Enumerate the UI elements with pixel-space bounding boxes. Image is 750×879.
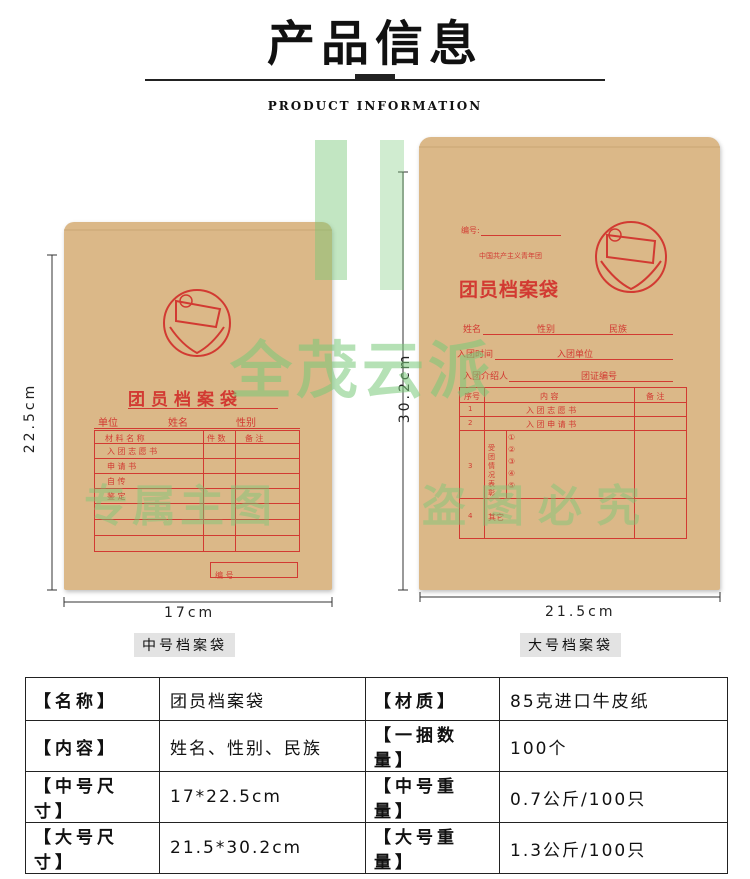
large-header-seq: 序号 [464,392,480,401]
spec-key: 【大号尺寸】 [25,822,160,874]
large-row-2-num: 2 [468,419,473,427]
medium-header-count: 件 数 [207,434,226,443]
large-envelope-print [419,146,720,293]
spec-value: 姓名、性别、民族 [159,720,366,772]
medium-row-3: 自 传 [107,477,126,486]
large-envelope-caption: 大号档案袋 [520,633,621,657]
large-field-ethnicity: 民族 [609,325,628,335]
table-row: 【中号尺寸】 17*22.5cm 【中号重量】 0.7公斤/100只 [25,771,728,823]
medium-envelope-title: 团员档案袋 [128,390,243,410]
large-envelope: 编号: 中国共产主义青年团 团员档案袋 姓名 性别 民族 入团时间 入团单位 入… [419,137,720,590]
spec-value: 团员档案袋 [159,677,366,721]
medium-width-label: 17cm [164,605,216,621]
spec-value: 21.5*30.2cm [159,822,366,874]
youth-league-emblem-icon [595,221,667,293]
medium-row-4: 鉴 定 [107,492,126,501]
watermark-logo-bar-right [380,140,404,290]
watermark-left: 专属主图 [84,481,276,532]
table-row: 【名称】 团员档案袋 【材质】 85克进口牛皮纸 [25,677,728,721]
spec-key: 【名称】 [25,677,160,721]
spec-value: 85克进口牛皮纸 [499,677,728,721]
table-row: 【内容】 姓名、性别、民族 【一捆数量】 100个 [25,720,728,772]
page-subtitle: PRODUCT INFORMATION [267,99,483,113]
medium-number-label: 编 号 [215,571,234,580]
medium-materials-table: 材 料 名 称 件 数 备 注 入 团 志 愿 书 申 请 书 自 传 鉴 定 [94,430,300,552]
spec-key: 【材质】 [365,677,500,721]
large-row-4-content: 其它 [488,513,504,522]
spec-value: 100个 [499,720,728,772]
spec-value: 17*22.5cm [159,771,366,823]
spec-key: 【一捆数量】 [365,720,500,772]
medium-envelope: 团员档案袋 单位 姓名 性别 材 料 名 称 件 数 备 注 入 团 志 愿 书… [64,222,332,590]
large-envelope-title: 团员档案袋 [459,279,560,301]
large-org-name: 中国共产主义青年团 [479,252,542,260]
large-field-join-time: 入团时间 [457,350,494,360]
large-field-name: 姓名 [463,325,482,335]
large-row-3-num: 3 [468,462,473,470]
watermark-right: 盗图必究 [422,481,654,532]
medium-header-note: 备 注 [245,434,264,443]
large-width-label: 21.5cm [545,604,616,620]
large-number-label: 编号: [461,226,480,235]
watermark-logo-bar-left [315,140,347,280]
large-header-content: 内 容 [540,392,559,401]
large-field-introducer: 入团介绍人 [463,372,509,382]
large-row-4-num: 4 [468,512,473,520]
table-row: 【大号尺寸】 21.5*30.2cm 【大号重量】 1.3公斤/100只 [25,822,728,874]
large-contents-table: 序号 内 容 备 注 1 入 团 志 愿 书 2 入 团 申 请 书 3 受团情… [459,387,687,539]
youth-league-emblem-icon [163,289,231,357]
large-field-card-no: 团证编号 [581,372,618,382]
medium-number-box: 编 号 [210,562,298,580]
page-title: 产品信息 [266,16,483,72]
spec-key: 【内容】 [25,720,160,772]
medium-header-name: 材 料 名 称 [105,434,145,443]
medium-envelope-caption: 中号档案袋 [134,633,235,657]
large-row-2-content: 入 团 申 请 书 [526,420,577,429]
medium-field-gender: 性别 [236,418,256,429]
medium-field-name: 姓名 [168,418,188,429]
title-divider-mark [355,74,395,80]
large-row-3-label: 受团情况表彰 [488,444,495,497]
large-field-join-unit: 入团单位 [557,350,594,360]
spec-key: 【中号重量】 [365,771,500,823]
medium-field-unit: 单位 [98,418,118,429]
medium-row-2: 申 请 书 [107,462,137,471]
large-header-note: 备 注 [646,392,665,401]
spec-table: 【名称】 团员档案袋 【材质】 85克进口牛皮纸 【内容】 姓名、性别、民族 【… [25,677,728,874]
large-row-1-content: 入 团 志 愿 书 [526,406,577,415]
spec-value: 0.7公斤/100只 [499,771,728,823]
spec-key: 【中号尺寸】 [25,771,160,823]
spec-value: 1.3公斤/100只 [499,822,728,874]
medium-height-label: 22.5cm [22,382,38,454]
spec-key: 【大号重量】 [365,822,500,874]
title-divider [145,79,605,81]
medium-envelope-print [64,229,332,357]
large-row-3-circled: ① ② ③ ④ ⑤ [508,433,516,490]
watermark-brand: 全茂云派 [230,334,495,407]
medium-row-1: 入 团 志 愿 书 [107,447,158,456]
large-field-gender: 性别 [537,325,556,335]
large-row-1-num: 1 [468,405,473,413]
